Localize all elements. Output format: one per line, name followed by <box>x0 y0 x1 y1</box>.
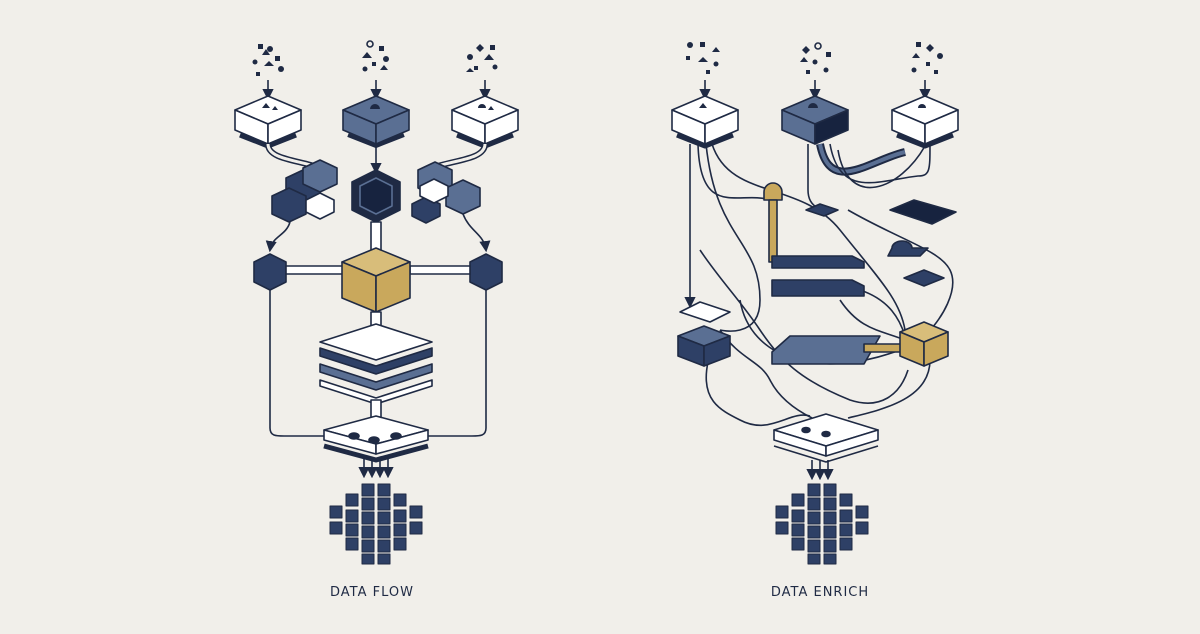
pipe <box>409 265 471 275</box>
tile <box>679 301 731 323</box>
gold-cube <box>341 247 411 313</box>
layer-stack <box>319 323 433 405</box>
output-cube-cluster-enrich <box>775 483 869 565</box>
source-box-5 <box>781 95 849 145</box>
input-particles-4 <box>686 42 720 74</box>
input-particles-6 <box>911 42 943 74</box>
tile <box>805 203 839 217</box>
tile <box>889 199 957 225</box>
data-enrich-caption: DATA ENRICH <box>771 585 869 600</box>
data-flow-caption: DATA FLOW <box>330 585 414 600</box>
gold-cube-enrich <box>899 321 949 367</box>
input-particles-1 <box>252 44 284 76</box>
gold-probe <box>763 182 783 263</box>
connector-line <box>269 290 324 437</box>
connector-line <box>428 290 487 437</box>
data-enrich-panel <box>671 42 959 565</box>
output-cube-cluster <box>329 483 423 565</box>
pipe <box>285 265 345 275</box>
hex-node-left <box>253 253 287 291</box>
arrow <box>462 213 491 253</box>
source-box-6 <box>891 95 959 149</box>
arrow <box>265 221 291 253</box>
source-box-2 <box>342 95 410 148</box>
source-box-4 <box>671 95 739 149</box>
gold-link <box>863 343 905 353</box>
hex-node-right <box>469 253 503 291</box>
bar <box>771 279 865 297</box>
input-particles-3 <box>466 44 498 72</box>
tile <box>903 269 945 287</box>
input-particles-5 <box>800 42 831 74</box>
navy-block <box>677 325 731 367</box>
hex-cluster <box>271 159 481 224</box>
source-box-1 <box>234 95 302 149</box>
collector-platform <box>323 415 429 463</box>
data-flow-panel <box>234 40 519 565</box>
bar <box>771 255 865 269</box>
tile <box>887 240 929 257</box>
input-particles-2 <box>362 40 389 72</box>
collector-platform-enrich <box>773 413 879 463</box>
source-box-3 <box>451 95 519 149</box>
